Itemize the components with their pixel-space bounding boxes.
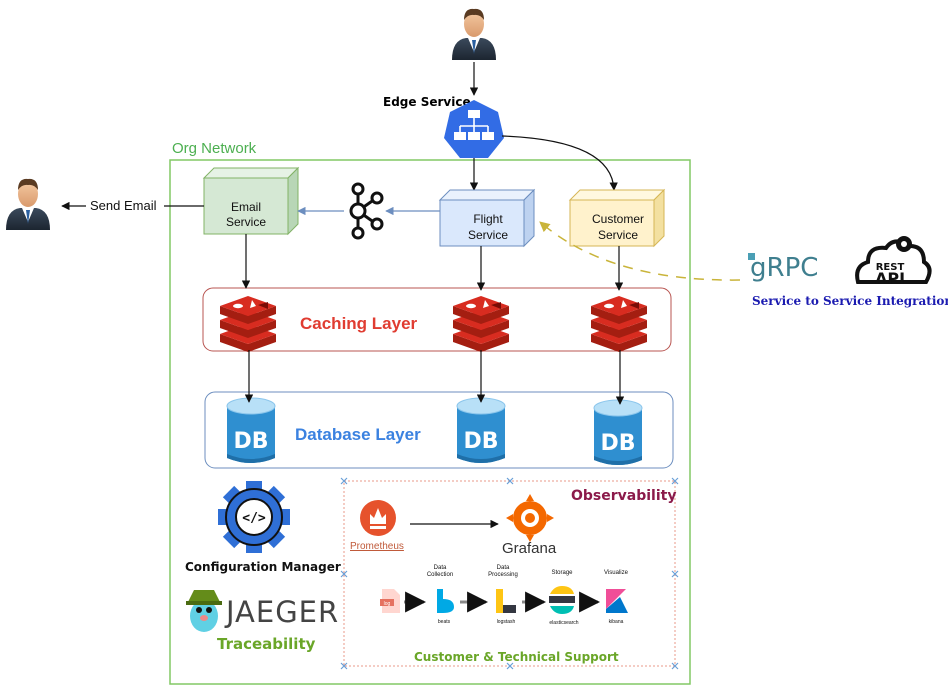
edge-service-label: Edge Service [383, 95, 471, 109]
selection-handles [340, 477, 679, 670]
kibana-icon: kibana [606, 589, 628, 625]
config-manager-icon: </> [218, 481, 290, 553]
caching-layer-box [202, 287, 672, 352]
elasticsearch-icon: elasticsearch [549, 586, 579, 626]
flight-service-label-2: Service [468, 228, 508, 242]
db-label: DB [600, 431, 635, 456]
customer-service-label-2: Service [598, 228, 638, 242]
org-network-label: Org Network [172, 140, 257, 157]
svg-text:elasticsearch: elasticsearch [549, 620, 578, 626]
db-icon-customer: DB [593, 399, 643, 466]
traceability-label: Traceability [217, 635, 316, 653]
jaeger-logo-text: JAEGER [224, 595, 339, 629]
log-file-icon: log [380, 589, 400, 613]
logstash-icon: logstash [496, 589, 516, 625]
email-recipient-icon [6, 178, 50, 230]
edge-service-icon[interactable] [444, 100, 504, 158]
config-manager-label: Configuration Manager [185, 560, 341, 574]
svg-text:</>: </> [242, 511, 266, 526]
customer-service-box[interactable]: Customer Service [568, 188, 666, 248]
send-email-label: Send Email [90, 198, 157, 213]
api-label: API [875, 269, 905, 288]
db-label: DB [233, 429, 268, 454]
redis-icon-email [220, 296, 276, 352]
email-service-box[interactable]: Email Service [202, 166, 300, 236]
flight-service-box[interactable]: Flight Service [438, 188, 536, 248]
integration-label: Service to Service Integration [752, 294, 948, 308]
redis-icon-customer [591, 296, 647, 352]
db-icon-flight: DB [456, 397, 506, 464]
customer-service-label-1: Customer [592, 212, 644, 226]
beats-icon: beats [437, 589, 454, 625]
jaeger-mascot-icon [186, 590, 222, 632]
kafka-icon [349, 182, 384, 240]
svg-text:kibana: kibana [609, 619, 624, 625]
email-service-label-2: Service [226, 215, 266, 229]
observability-label: Observability [571, 488, 676, 504]
prometheus-icon [360, 500, 396, 536]
flight-service-label-1: Flight [473, 212, 503, 226]
database-layer-box [204, 391, 674, 469]
redis-icon-flight [453, 296, 509, 352]
grpc-logo: gRPC [748, 253, 818, 283]
grafana-icon [506, 494, 554, 542]
integration-dashed-arrow [539, 221, 741, 281]
rest-api-icon: REST API [855, 236, 932, 288]
database-layer-label: Database Layer [295, 425, 421, 444]
svg-text:log: log [384, 601, 391, 607]
db-label: DB [463, 429, 498, 454]
org-network-boundary [169, 159, 691, 685]
edge-to-customer-arrow [501, 135, 618, 191]
svg-text:logstash: logstash [497, 619, 516, 625]
email-service-label-1: Email [231, 200, 261, 214]
grafana-label: Grafana [502, 540, 557, 557]
prometheus-label: Prometheus [350, 541, 404, 552]
elk-stage-storage: Storage [551, 570, 573, 576]
svg-text:beats: beats [438, 619, 451, 625]
elk-stage-visualize: Visualize [604, 570, 629, 576]
db-icon-email: DB [226, 397, 276, 464]
end-user-icon [452, 8, 496, 60]
grpc-label: gRPC [750, 253, 818, 283]
caching-layer-label: Caching Layer [300, 314, 418, 333]
support-label: Customer & Technical Support [414, 650, 619, 664]
rest-label: REST [876, 262, 905, 273]
